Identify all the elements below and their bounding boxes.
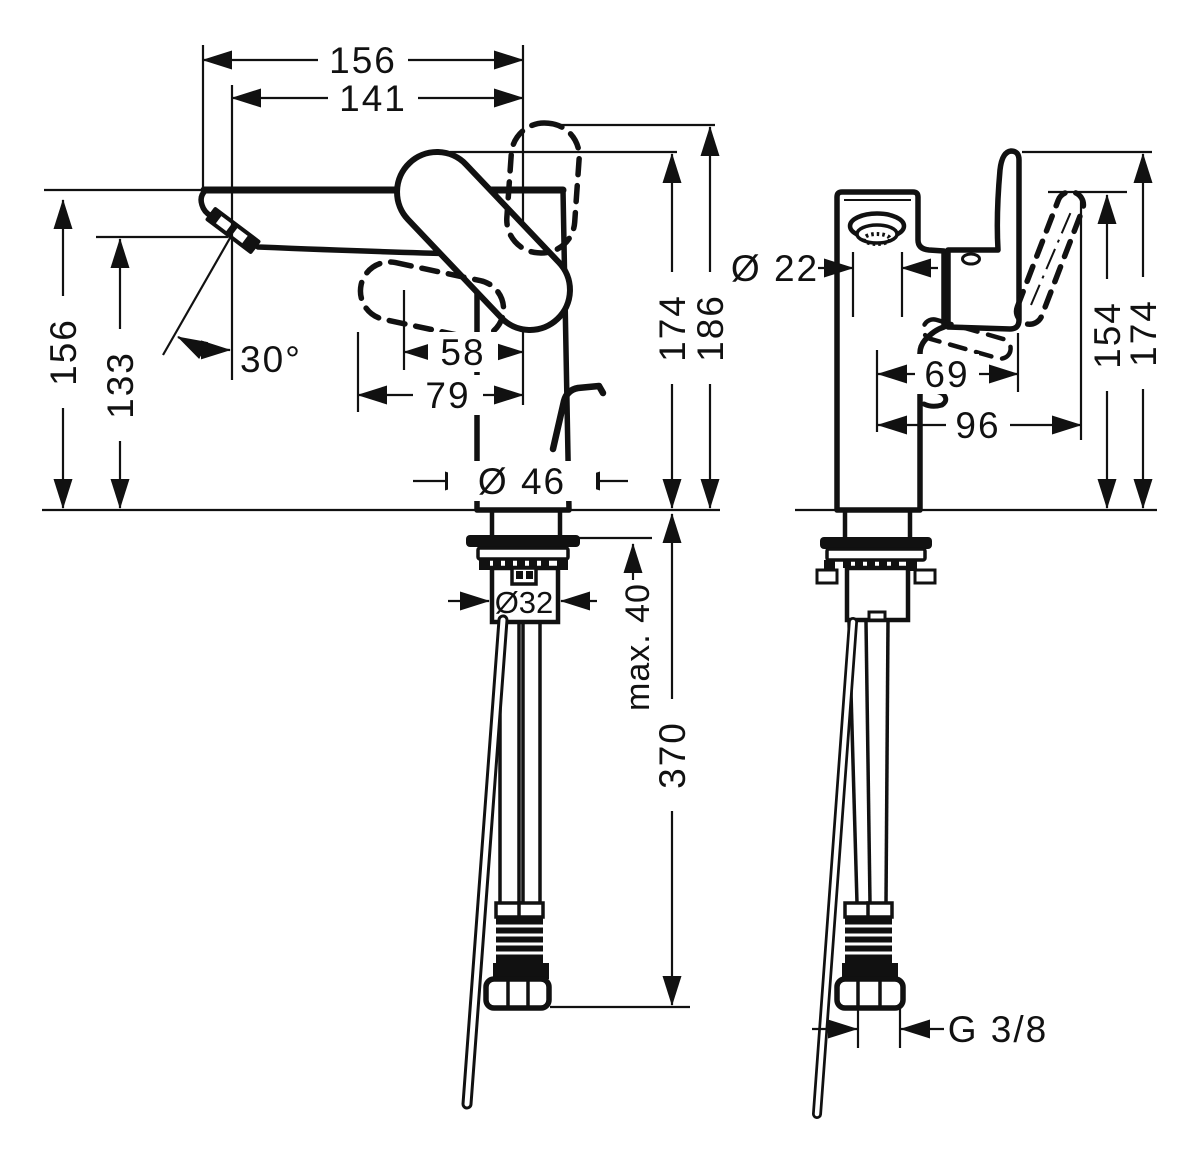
dim-label-handle-projection-open: 96: [955, 405, 1000, 446]
pop-up-rod-knob: [549, 382, 607, 453]
dim-label-handle-height: 174: [652, 294, 693, 362]
hose-nut-side: [834, 976, 906, 1011]
dim-label-max-deck-thickness: max. 40: [619, 583, 657, 711]
dim-label-overall-height-side: 174: [1123, 299, 1164, 367]
dim-label-handle-offset-a: 58: [440, 332, 485, 373]
label-gaps-side: [915, 277, 1163, 445]
handle-lever-open-dashed-side: [1013, 189, 1087, 327]
dim-label-spout-reach: 141: [339, 78, 407, 119]
aerator-side: [847, 211, 907, 246]
handle-lever-down-dashed-side: [921, 317, 1013, 361]
pull-rod-front: [461, 614, 509, 1110]
supply-hoses-front: [483, 622, 552, 1011]
handle-lever-raised-dashed: [504, 120, 582, 256]
dim-label-handle-offset-b: 79: [425, 375, 470, 416]
dim-label-spout-reach-overall: 156: [329, 40, 397, 81]
handle-base-and-lever-side: [945, 148, 1022, 332]
spray-angle-arc: [177, 336, 231, 360]
mounting-hardware-front: [466, 512, 580, 625]
thread-hatch-side: [843, 561, 899, 568]
dim-label-aerator-diameter: Ø 22: [731, 248, 819, 289]
handle-lever-lowered-dashed: [357, 259, 507, 341]
handle-lever-solid: [394, 149, 573, 333]
lever-axis-line: [1030, 206, 1074, 306]
dim-label-spout-height: 156: [43, 318, 84, 386]
handle-screw-hole: [961, 252, 981, 266]
spray-angle-ray: [162, 237, 231, 356]
dim-label-handle-height-side: 154: [1087, 301, 1128, 369]
hose-ferrules-side: [842, 901, 898, 979]
dim-label-aerator-height: 133: [100, 351, 141, 419]
dim-label-handle-projection: 69: [924, 354, 969, 395]
side-view: Ø 22 69 96 154 174 G 3/8: [731, 148, 1164, 1119]
thread-hatch: [493, 560, 549, 568]
dim-label-body-diameter: Ø 46: [478, 461, 566, 502]
dim-label-overall-height: 186: [690, 294, 731, 362]
front-view: 156 141 156 133 30° 58 79 Ø 46 174 186 Ø…: [42, 40, 731, 1110]
hose-nut-front: [483, 976, 552, 1011]
label-gaps-front: [43, 40, 730, 811]
hose-ferrules-front: [493, 901, 549, 979]
dim-label-spray-angle: 30°: [240, 339, 302, 380]
pull-rod-side: [812, 617, 858, 1119]
dim-label-connection-thread: G 3/8: [948, 1009, 1049, 1050]
dim-label-tailpiece-diameter: Ø32: [495, 585, 554, 620]
mounting-hardware-side: [815, 512, 937, 623]
dim-label-hose-length: 370: [652, 721, 693, 789]
